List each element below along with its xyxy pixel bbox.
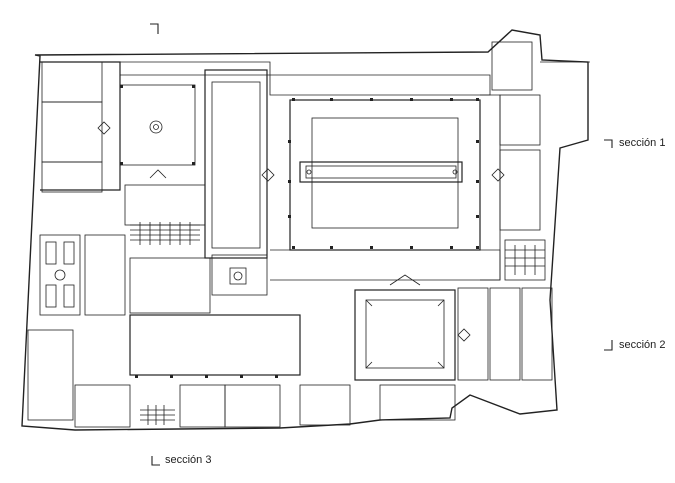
cloister-pool-inner bbox=[305, 165, 457, 179]
sw-room bbox=[27, 329, 74, 421]
entry-porch bbox=[389, 274, 421, 286]
room-nw bbox=[41, 61, 103, 103]
section-label-1: sección 1 bbox=[619, 137, 666, 149]
pool-knob-left bbox=[306, 169, 312, 175]
main-cloister bbox=[289, 99, 481, 251]
south-cloister bbox=[354, 289, 456, 381]
buttress-4 bbox=[491, 168, 505, 182]
south-cloister-diag bbox=[365, 299, 445, 369]
tower bbox=[491, 41, 533, 91]
parterre-bed-3 bbox=[45, 284, 57, 308]
pillars bbox=[120, 85, 479, 378]
section-mark-3 bbox=[151, 456, 160, 466]
south-room-5 bbox=[379, 384, 456, 421]
stair-west bbox=[130, 222, 200, 245]
south-room-4 bbox=[299, 384, 351, 426]
east-room-3 bbox=[521, 287, 553, 381]
parterre-center bbox=[54, 269, 66, 281]
section-mark-2 bbox=[604, 340, 613, 351]
garden-parterre bbox=[39, 234, 81, 316]
section-label-2: sección 2 bbox=[619, 339, 666, 351]
buttress-3 bbox=[261, 168, 275, 182]
parterre-bed-2 bbox=[63, 241, 75, 265]
east-room-2 bbox=[489, 287, 521, 381]
cloister-fountain bbox=[149, 120, 163, 134]
fountain-box bbox=[229, 267, 247, 285]
room-w2 bbox=[41, 161, 103, 193]
building-outline bbox=[21, 29, 589, 431]
south-room-1 bbox=[74, 384, 131, 428]
church-nave-inner bbox=[211, 81, 261, 249]
parterre-bed-1 bbox=[45, 241, 57, 265]
stair-east bbox=[505, 245, 545, 275]
cloister-pool bbox=[299, 161, 463, 183]
north-range-wall bbox=[120, 61, 271, 76]
east-stair bbox=[504, 239, 546, 281]
buttress-2 bbox=[149, 169, 167, 179]
small-cloister bbox=[119, 84, 196, 166]
fountain-box-core bbox=[233, 271, 243, 281]
pool-knob-right bbox=[452, 169, 458, 175]
buttress-5 bbox=[457, 328, 471, 342]
east-room-1 bbox=[457, 287, 489, 381]
south-room-3 bbox=[224, 384, 281, 428]
room-c2 bbox=[129, 257, 211, 314]
room-w1 bbox=[41, 101, 103, 163]
east-gallery bbox=[480, 94, 501, 281]
refectory bbox=[129, 314, 301, 376]
church-nave bbox=[204, 69, 268, 259]
buttress-1 bbox=[97, 121, 111, 135]
south-cloister-court bbox=[365, 299, 445, 369]
section-mark-top bbox=[150, 23, 159, 34]
parterre-bed-4 bbox=[63, 284, 75, 308]
south-gallery bbox=[270, 249, 501, 281]
stair-south bbox=[140, 405, 175, 425]
room-c1 bbox=[124, 184, 206, 226]
cloister-court bbox=[311, 117, 459, 229]
east-block-2 bbox=[499, 149, 541, 231]
section-mark-1 bbox=[604, 139, 613, 148]
north-gallery bbox=[269, 74, 491, 96]
room-c3 bbox=[211, 254, 268, 296]
south-room-2 bbox=[179, 384, 226, 428]
room-w3 bbox=[84, 234, 126, 316]
section-label-3: sección 3 bbox=[165, 454, 212, 466]
east-block-1 bbox=[499, 94, 541, 146]
cloister-fountain-core bbox=[153, 124, 159, 130]
